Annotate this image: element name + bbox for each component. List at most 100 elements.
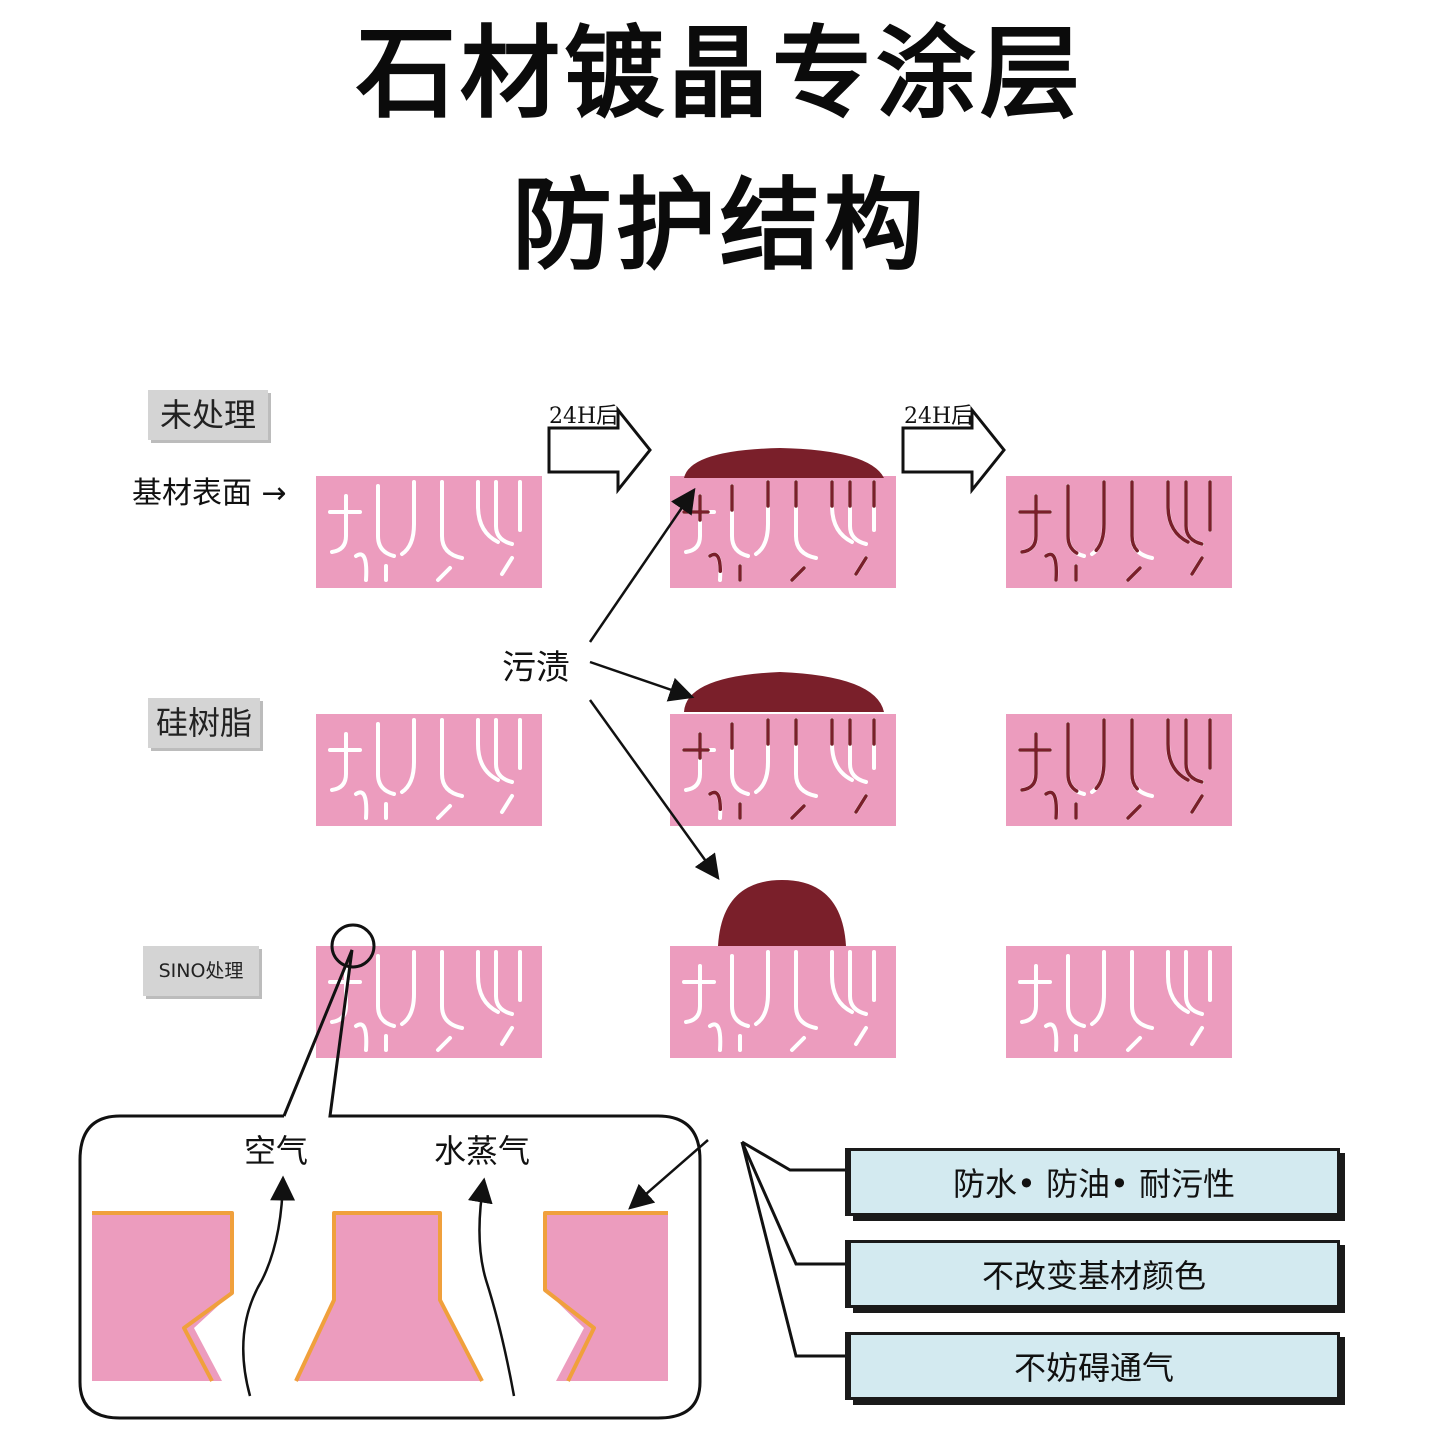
stain-seep-4 [1126, 480, 1154, 582]
pore-pattern [682, 950, 876, 1052]
coating-pointer [628, 1139, 709, 1210]
pore-2 [376, 722, 396, 820]
step2-time: 24H后 [904, 404, 974, 429]
tag-silicone: 硅树脂 [148, 698, 260, 748]
stain-seep-1 [682, 732, 723, 820]
stain-seep-1 [1018, 732, 1059, 820]
pore-2 [730, 954, 750, 1052]
stain-seep-1 [1018, 494, 1059, 582]
pore-3 [754, 950, 770, 1026]
tag-sino: SINO处理 [143, 946, 259, 996]
detail-pore-1 [194, 1213, 334, 1381]
stain-seep-6 [848, 718, 868, 814]
block-silicone-wiped [1006, 714, 1232, 826]
feature-waterproof: 防水• 防油• 耐污性 [848, 1148, 1340, 1216]
stain-silicone [684, 672, 884, 712]
pore-4 [436, 950, 464, 1052]
stain-seep-4 [790, 480, 818, 582]
stain-seep-5 [1166, 480, 1190, 544]
stain-seep-2 [730, 722, 750, 820]
block-silicone-before [316, 714, 542, 826]
pore-3 [400, 480, 416, 556]
stain-arrow-2 [589, 660, 695, 702]
vapor-flow-line [467, 1177, 516, 1397]
pore-pattern [1018, 718, 1212, 820]
stain-untreated [684, 448, 884, 478]
pore-pattern [328, 950, 522, 1052]
block-silicone-stained [670, 714, 896, 826]
stain-seep-2 [1066, 484, 1086, 582]
title-line-2: 防护结构 [512, 167, 928, 284]
pore-6 [494, 950, 514, 1046]
pore-2 [376, 484, 396, 582]
pore-2 [1066, 954, 1086, 1052]
step2-arrow [901, 405, 1006, 495]
feature-breathable: 不妨碍通气 [848, 1332, 1340, 1400]
pore-pattern [1018, 480, 1212, 582]
stain-seep-6 [1184, 718, 1204, 814]
feature-color-unchanged: 不改变基材颜色 [848, 1240, 1340, 1308]
pore-6 [494, 480, 514, 576]
feature-connectors [740, 1140, 846, 1358]
pore-5 [476, 480, 500, 544]
detail-pore-2 [440, 1213, 584, 1381]
block-untreated-before [316, 476, 542, 588]
air-flow-line [242, 1175, 296, 1397]
pore-pattern [682, 718, 876, 820]
block-sino-stained [670, 946, 896, 1058]
label-substrate-surface: 基材表面 → [132, 476, 287, 511]
pore-3 [1090, 950, 1106, 1026]
pore-6 [848, 950, 868, 1046]
stain-seep-4 [790, 718, 818, 820]
pore-3 [754, 718, 770, 794]
pore-5 [476, 718, 500, 782]
stain-seep-5 [830, 718, 854, 782]
magnifier-circle [330, 923, 376, 969]
pore-6 [1184, 950, 1204, 1046]
stain-seep-6 [1184, 480, 1204, 576]
detail-callout [78, 949, 702, 1420]
stain-label: 污渍 [502, 648, 570, 688]
detail-vapor-label: 水蒸气 [434, 1132, 531, 1170]
pore-4 [790, 950, 818, 1052]
pore-pattern [328, 480, 522, 582]
detail-coating [92, 1211, 668, 1382]
stain-seep-2 [1066, 722, 1086, 820]
detail-air-label: 空气 [244, 1132, 309, 1170]
pore-2 [376, 954, 396, 1052]
stain-seep-3 [1090, 718, 1106, 794]
block-sino-wiped [1006, 946, 1232, 1058]
pore-1 [1018, 964, 1059, 1052]
pore-4 [436, 480, 464, 582]
pore-4 [436, 718, 464, 820]
stain-seep-5 [830, 480, 854, 544]
block-sino-before [316, 946, 542, 1058]
stain-seep-5 [1166, 718, 1190, 782]
detail-stone [92, 1213, 668, 1381]
pore-pattern [682, 480, 876, 582]
title-line-1: 石材镀晶专涂层 [356, 15, 1084, 132]
block-untreated-wiped [1006, 476, 1232, 588]
stain-sino [718, 880, 846, 946]
pore-5 [830, 950, 854, 1014]
stain-seep-4 [1126, 718, 1154, 820]
stain-arrow-1 [588, 487, 696, 643]
pore-3 [400, 950, 416, 1026]
pore-1 [328, 494, 369, 582]
tag-untreated: 未处理 [148, 390, 268, 440]
block-untreated-stained [670, 476, 896, 588]
pore-3 [400, 718, 416, 794]
pore-1 [682, 964, 723, 1052]
pore-4 [1126, 950, 1154, 1052]
step1-arrow [547, 405, 652, 495]
stain-seep-3 [1090, 480, 1106, 556]
pore-5 [476, 950, 500, 1014]
pore-3 [754, 480, 770, 556]
pore-5 [1166, 950, 1190, 1014]
stain-seep-2 [730, 484, 750, 582]
stain-arrow-3 [588, 699, 720, 881]
pore-pattern [328, 718, 522, 820]
pore-pattern [1018, 950, 1212, 1052]
stain-seep-6 [848, 480, 868, 576]
